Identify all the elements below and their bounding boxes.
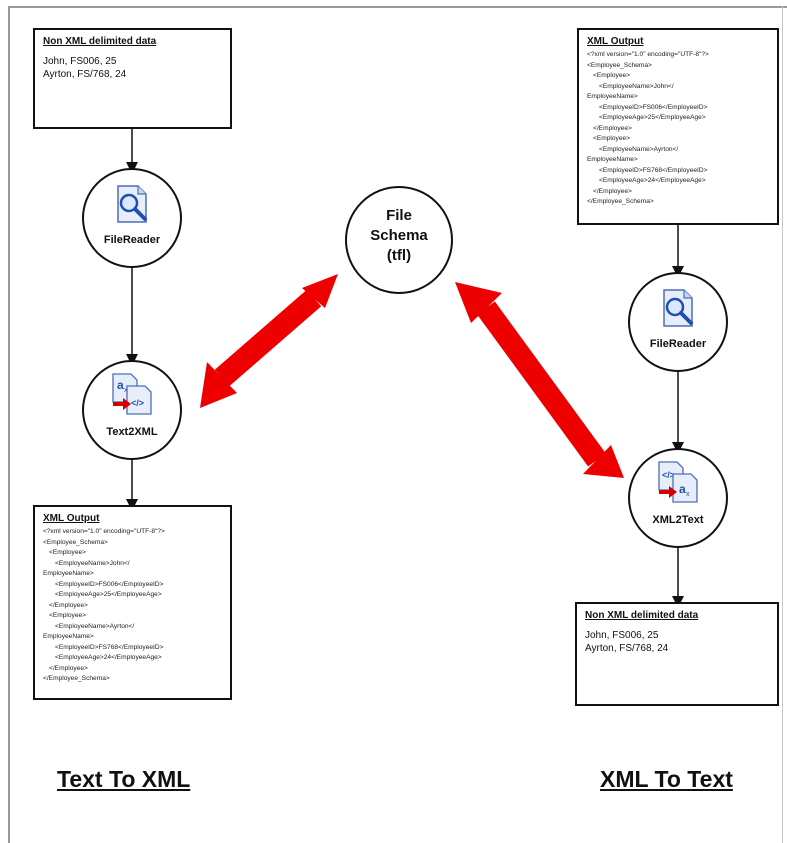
left-text2xml-label: Text2XML <box>106 426 158 438</box>
right-xml2text-node: </> a x XML2Text <box>628 448 728 548</box>
left-input-line-2: Ayrton, FS/768, 24 <box>43 69 127 80</box>
right-input-box: XML Output <?xml version="1.0" encoding=… <box>577 28 779 225</box>
right-input-line-3: <Employee> <box>593 72 631 79</box>
left-output-line-2: <Employee_Schema> <box>43 538 108 546</box>
left-input-line-1: John, FS006, 25 <box>43 56 117 67</box>
right-input-line-1: <?xml version="1.0" encoding="UTF-8"?> <box>587 51 709 58</box>
right-output-line-1: John, FS006, 25 <box>585 630 659 641</box>
right-input-line-2: <Employee_Schema> <box>587 61 652 69</box>
right-output-box: Non XML delimited data John, FS006, 25 A… <box>575 602 779 706</box>
left-output-line-10: <EmployeeName>Ayrton</ <box>55 622 135 630</box>
left-output-line-5: EmployeeName> <box>43 570 94 577</box>
caption-text-to-xml: Text To XML <box>57 766 191 792</box>
left-output-line-7: <EmployeeAge>25</EmployeeAge> <box>55 591 162 598</box>
left-output-line-11: EmployeeName> <box>43 633 94 640</box>
left-output-line-14: </Employee> <box>49 664 88 672</box>
left-output-box: XML Output <?xml version="1.0" encoding=… <box>33 505 232 700</box>
right-input-line-8: </Employee> <box>593 124 632 132</box>
arrowhead-left-lower <box>200 362 237 408</box>
file-schema-line-1: File <box>386 207 412 224</box>
left-output-line-3: <Employee> <box>49 549 87 556</box>
frame-right-border <box>782 6 783 843</box>
left-output-line-13: <EmployeeAge>24</EmployeeAge> <box>55 654 162 661</box>
xml-to-text-icon: </> a x <box>655 460 701 509</box>
file-schema-text: File Schema (tfl) <box>347 206 451 266</box>
svg-text:</>: </> <box>662 470 675 480</box>
caption-xml-to-text: XML To Text <box>600 766 733 792</box>
left-output-line-15: </Employee_Schema> <box>43 675 110 682</box>
right-input-line-15: </Employee_Schema> <box>587 198 654 205</box>
left-input-box: Non XML delimited data John, FS006, 25 A… <box>33 28 232 129</box>
svg-text:x: x <box>686 491 690 498</box>
right-input-line-11: EmployeeName> <box>587 156 638 163</box>
frame-left-border <box>8 6 10 843</box>
magnifier-document-icon <box>658 288 698 333</box>
right-filereader-node: FileReader <box>628 272 728 372</box>
text-to-xml-icon: a x </> <box>109 372 155 421</box>
left-output-line-1: <?xml version="1.0" encoding="UTF-8"?> <box>43 528 165 535</box>
file-schema-line-2: Schema <box>370 227 428 244</box>
left-input-box-title: Non XML delimited data <box>43 36 157 47</box>
left-output-line-4: <EmployeeName>John</ <box>55 559 130 567</box>
arrowhead-right-lower <box>583 445 624 478</box>
arrowhead-left-upper <box>302 274 338 308</box>
left-filereader-label: FileReader <box>103 234 161 246</box>
right-input-line-9: <Employee> <box>593 135 631 142</box>
arrow-shaft-left <box>214 289 322 387</box>
frame-top-border <box>8 6 787 8</box>
right-input-line-7: <EmployeeAge>25</EmployeeAge> <box>599 114 706 121</box>
svg-text:a: a <box>117 378 124 392</box>
left-text2xml-node: a x </> Text2XML <box>82 360 182 460</box>
right-input-line-14: </Employee> <box>593 187 632 195</box>
svg-text:x: x <box>124 387 128 394</box>
arrowhead-right-upper <box>455 282 502 323</box>
svg-text:</>: </> <box>131 398 144 408</box>
arrow-shaft-right <box>477 301 606 467</box>
right-input-line-13: <EmployeeAge>24</EmployeeAge> <box>599 177 706 184</box>
right-input-box-title: XML Output <box>587 36 644 47</box>
right-filereader-label: FileReader <box>649 338 707 350</box>
magnifier-document-icon <box>112 184 152 229</box>
svg-text:a: a <box>679 482 686 496</box>
left-output-line-9: <Employee> <box>49 612 87 619</box>
right-xml2text-label: XML2Text <box>652 514 704 526</box>
right-input-line-4: <EmployeeName>John</ <box>599 82 674 90</box>
right-input-line-10: <EmployeeName>Ayrton</ <box>599 145 679 153</box>
left-output-line-12: <EmployeeID>FS768</EmployeeID> <box>55 643 164 651</box>
file-schema-line-3: (tfl) <box>386 247 412 264</box>
left-filereader-node: FileReader <box>82 168 182 268</box>
left-output-box-title: XML Output <box>43 513 100 524</box>
red-double-arrow-right <box>455 282 624 478</box>
right-input-line-5: EmployeeName> <box>587 93 638 100</box>
right-output-box-title: Non XML delimited data <box>585 610 699 621</box>
file-schema-node: File Schema (tfl) <box>345 186 453 294</box>
red-double-arrow-left <box>200 274 338 408</box>
left-output-line-6: <EmployeeID>FS006</EmployeeID> <box>55 580 164 588</box>
right-input-line-12: <EmployeeID>FS768</EmployeeID> <box>599 166 708 174</box>
left-output-line-8: </Employee> <box>49 601 88 609</box>
right-output-line-2: Ayrton, FS/768, 24 <box>585 643 669 654</box>
right-input-line-6: <EmployeeID>FS006</EmployeeID> <box>599 103 708 111</box>
